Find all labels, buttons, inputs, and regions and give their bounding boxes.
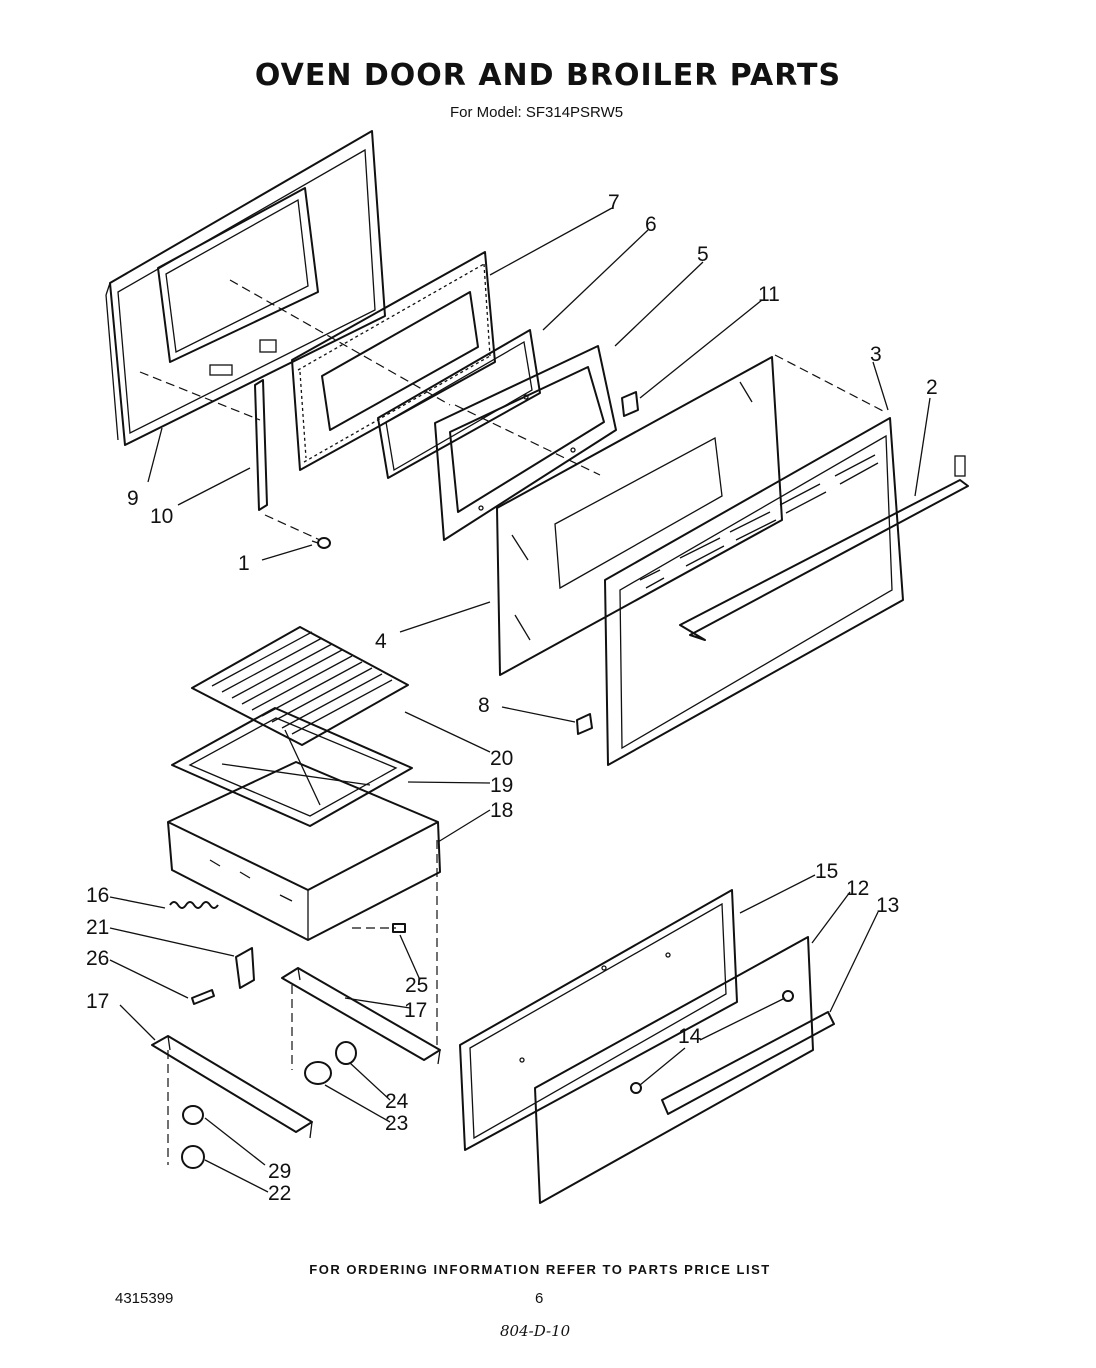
latch-screw [191,989,215,1005]
window-clip [621,391,639,417]
callout-12: 12 [846,877,869,900]
hinge-bracket [254,379,268,511]
callout-labels: 7 6 5 11 3 2 9 10 1 4 8 20 19 18 16 21 2… [86,191,938,1205]
broiler-latch [235,947,255,989]
callout-14: 14 [678,1025,702,1048]
frame-clip [576,713,593,735]
callout-1: 1 [238,552,250,575]
door-screw [311,537,331,549]
page-number: 6 [535,1290,544,1307]
callout-19: 19 [490,774,513,797]
document-id: 4315399 [115,1290,174,1307]
callout-21: 21 [86,916,109,939]
callout-10: 10 [150,505,173,528]
door-outer-frame [604,417,904,766]
ordering-footer-note: FOR ORDERING INFORMATION REFER TO PARTS … [309,1262,771,1277]
callout-3: 3 [870,343,882,366]
pan-rivet [392,923,406,933]
callout-11: 11 [758,283,780,306]
callout-26: 26 [86,947,109,970]
callout-29: 29 [268,1160,291,1183]
inner-door-panel [105,130,386,446]
lower-roller-and-nut [181,1105,205,1169]
callout-8: 8 [478,694,490,717]
broiler-slide-rail-left [151,1035,313,1139]
leader-lines [109,207,931,1193]
callout-25: 25 [405,974,428,997]
door-alignment-lines [139,279,886,541]
callout-6: 6 [645,213,657,236]
broiler-door-outer-panel [534,936,814,1204]
callout-9: 9 [127,487,139,510]
roller-and-bushing [304,1041,357,1085]
broiler-pan [167,761,441,941]
window-frame [434,345,617,541]
door-handle [679,455,969,641]
broiler-door-trim [661,1011,835,1115]
model-subtitle: For Model: SF314PSRW5 [450,104,624,121]
broiler-door-bumpers [630,990,794,1094]
broiler-spring [169,901,219,909]
callout-22: 22 [268,1182,291,1205]
callout-16: 16 [86,884,109,907]
callout-17-right: 17 [404,999,427,1022]
callout-18: 18 [490,799,513,822]
broiler-slide-rail-right [281,967,441,1065]
callout-2: 2 [926,376,938,399]
callout-7: 7 [608,191,620,214]
outer-door-glass [496,356,783,676]
broiler-alignment-lines [167,840,438,1165]
callout-5: 5 [697,243,709,266]
broiler-door-inner-panel [459,889,738,1151]
callout-17-left: 17 [86,990,109,1013]
broiler-pan-insert [171,707,413,827]
broiler-grid [191,626,409,746]
callout-24: 24 [385,1090,409,1113]
page-title: OVEN DOOR AND BROILER PARTS [254,58,842,93]
callout-23: 23 [385,1112,408,1135]
inner-window-glass [377,329,541,479]
callout-13: 13 [876,894,899,917]
callout-20: 20 [490,747,513,770]
callout-15: 15 [815,860,838,883]
callout-4: 4 [375,630,387,653]
handwritten-note: 804-D-10 [500,1322,571,1340]
door-gasket [291,251,496,471]
